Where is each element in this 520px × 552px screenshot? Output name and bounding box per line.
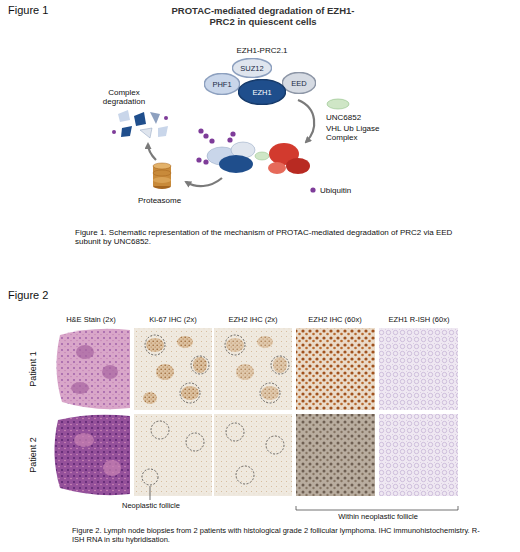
figure-caption: Figure 2. Lymph node biopsies from 2 pat…: [72, 527, 492, 544]
column-header: Ki-67 IHC (2x): [133, 316, 213, 325]
subunit-label: PHF1: [212, 80, 231, 89]
subunit-ellipse: EZH1: [238, 79, 286, 105]
cycle-arrows: [148, 100, 314, 186]
ezh1-ish-panels: [379, 328, 458, 496]
schematic-title: PROTAC-mediated degradation of EZH1-PRC2…: [168, 6, 358, 28]
ternary-complex: [207, 142, 310, 174]
unc6852-icon: [327, 99, 349, 109]
subunit-label: SUZ12: [240, 64, 263, 73]
column-header: H&E Stain (2x): [51, 316, 131, 325]
follicle-outlines: [142, 335, 289, 485]
annotation: Within neoplastic follicle: [318, 513, 438, 522]
compound-name: UNC6852: [326, 113, 361, 122]
ezh2-panel-1: [214, 328, 292, 410]
column-header: EZH2 IHC (60x): [295, 316, 375, 325]
ubiquitin-chain: [196, 128, 315, 192]
subunit-label: EED: [291, 79, 306, 88]
figure-label: Figure 2: [8, 289, 48, 302]
arrow: [148, 144, 156, 160]
figure-caption: Figure 1. Schematic representation of th…: [75, 228, 455, 246]
column-header: EZH1 R-ISH (60x): [378, 316, 460, 325]
molecule-name: Ubiquitin: [320, 186, 351, 195]
subunit-ellipse: SUZ12: [232, 58, 272, 78]
leader-line: [150, 486, 151, 500]
ki67-panel-1: [134, 328, 212, 410]
subunit-label: EZH1: [252, 88, 271, 97]
bracket: [296, 506, 458, 510]
step-label: Complex degradation: [95, 88, 153, 106]
complex-name: EZH1-PRC2.1: [227, 46, 297, 55]
annotation: Neoplastic follicle: [122, 502, 180, 511]
ezh2-panel-2: [214, 414, 292, 496]
ki67-panel-2: [134, 414, 212, 496]
row-header: Patient 1: [28, 351, 38, 387]
subunit-ellipse: PHF1: [204, 73, 240, 95]
organelle-name: Proteasome: [138, 196, 181, 205]
figure-label: Figure 1: [8, 4, 48, 17]
arrow: [298, 100, 314, 142]
row-header: Patient 2: [28, 437, 38, 473]
degraded-fragments: [112, 110, 168, 138]
subunit-ellipse: EED: [282, 72, 316, 94]
proteasome-icon: [153, 163, 171, 189]
arrow: [186, 178, 222, 186]
he-panel-2: [54, 415, 130, 495]
ezh2-60x-panels: [296, 328, 375, 496]
he-panel-1: [56, 329, 130, 409]
complex-name: VHL Ub Ligase Complex: [326, 124, 390, 142]
column-header: EZH2 IHC (2x): [213, 316, 293, 325]
